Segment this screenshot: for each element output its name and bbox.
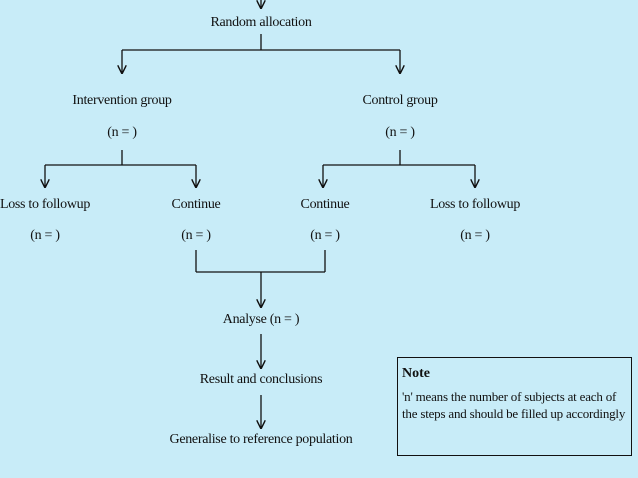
intervention-count-label: (n = ) bbox=[107, 125, 137, 140]
control-count-label: (n = ) bbox=[385, 125, 415, 140]
continue-right-label: Continue bbox=[300, 197, 350, 212]
intervention-group-label: Intervention group bbox=[72, 93, 172, 108]
continue-left-count-label: (n = ) bbox=[181, 228, 211, 243]
analyse-label: Analyse (n = ) bbox=[222, 312, 300, 327]
continue-right-count-label: (n = ) bbox=[310, 228, 340, 243]
loss-left-label: Loss to followup bbox=[0, 197, 91, 212]
control-group-label: Control group bbox=[362, 93, 438, 108]
result-label: Result and conclusions bbox=[199, 372, 323, 387]
generalise-label: Generalise to reference population bbox=[169, 432, 353, 447]
note-box: Note 'n' means the number of subjects at… bbox=[397, 357, 632, 456]
loss-right-label: Loss to followup bbox=[429, 197, 521, 212]
note-title: Note bbox=[402, 366, 430, 381]
continue-left-label: Continue bbox=[171, 197, 221, 212]
random-allocation-label: Random allocation bbox=[210, 15, 312, 30]
loss-right-count-label: (n = ) bbox=[460, 228, 490, 243]
loss-left-count-label: (n = ) bbox=[30, 228, 60, 243]
note-text: 'n' means the number of subjects at each… bbox=[402, 389, 626, 421]
